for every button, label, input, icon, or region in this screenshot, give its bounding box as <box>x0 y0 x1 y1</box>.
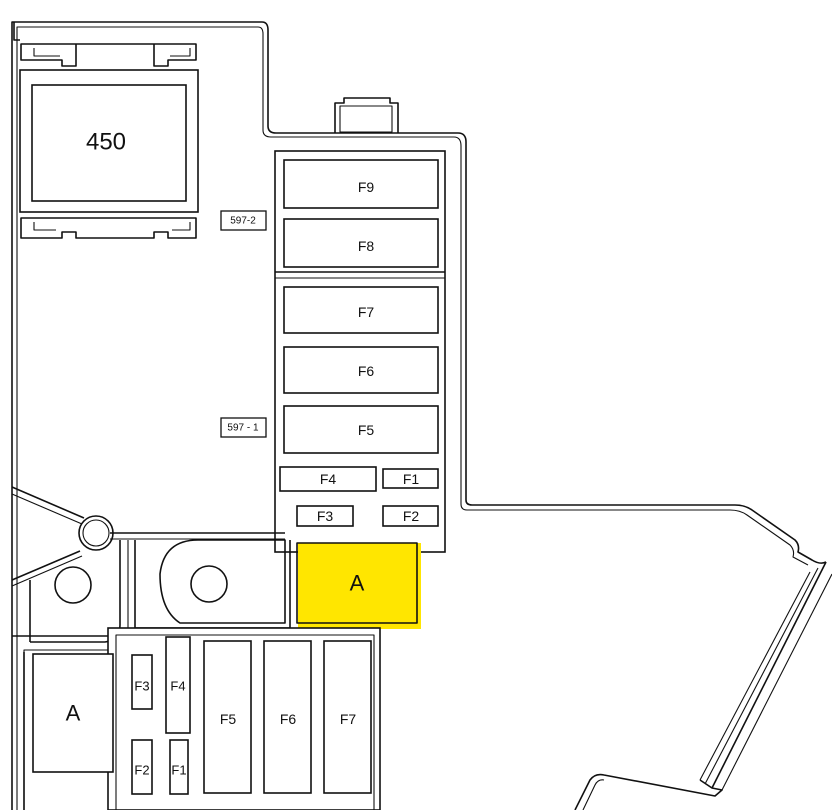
lower-fuse-f2-label: F2 <box>134 763 149 778</box>
terminal-assembly <box>11 486 291 643</box>
lower-fuse-f6 <box>263 640 312 794</box>
lower-block-a-label: A <box>66 701 81 726</box>
fuse-f5 <box>283 405 439 454</box>
lower-fuse-f4 <box>165 636 191 734</box>
lower-fuse-block: A F3 F4 F2 F1 F5 F6 F7 <box>12 627 381 810</box>
lower-fuse-f3-label: F3 <box>134 679 149 694</box>
relay-450: 450 <box>19 43 199 239</box>
fuse-f7 <box>283 286 439 334</box>
lower-fuse-f1 <box>169 739 189 795</box>
fuse-f4-label: F4 <box>320 471 337 487</box>
fuse-f9-label: F9 <box>358 179 375 195</box>
lower-fuse-f7-label: F7 <box>340 711 357 727</box>
highlight-label: A <box>350 571 365 596</box>
lower-fuse-f2 <box>131 739 153 795</box>
lower-fuse-f1-label: F1 <box>171 763 186 778</box>
connector-597-2-label: 597-2 <box>230 216 256 227</box>
fuse-f6 <box>283 346 439 394</box>
fuse-f2-label: F2 <box>403 508 420 524</box>
fuse-f9 <box>283 159 439 209</box>
fuse-f6-label: F6 <box>358 363 375 379</box>
housing-outline <box>11 21 832 810</box>
lower-fuse-f4-label: F4 <box>170 679 185 694</box>
fuse-f3-label: F3 <box>317 508 334 524</box>
lower-fuse-f5-label: F5 <box>220 711 237 727</box>
upper-fuse-block: F9 F8 F7 F6 F5 F4 F1 F3 F2 <box>274 150 446 553</box>
fuse-f8 <box>283 218 439 268</box>
highlight-fill <box>298 543 421 629</box>
fuse-f3 <box>296 505 354 527</box>
fuse-f7-label: F7 <box>358 304 375 320</box>
connector-597-1: 597 - 1 <box>220 417 267 438</box>
fuse-f1-label: F1 <box>403 471 420 487</box>
fuse-f5-label: F5 <box>358 422 375 438</box>
lower-fuse-f5 <box>203 640 252 794</box>
lower-fuse-f6-label: F6 <box>280 711 297 727</box>
relay-label: 450 <box>86 129 126 156</box>
highlighted-fuse-a: A <box>296 542 421 629</box>
lower-fuse-f7 <box>323 640 372 794</box>
fuse-f4 <box>279 466 377 492</box>
fuse-f1 <box>382 468 439 489</box>
connector-597-1-label: 597 - 1 <box>227 423 259 434</box>
fuse-f8-label: F8 <box>358 238 375 254</box>
connector-597-2: 597-2 <box>220 210 267 231</box>
fuse-f2 <box>382 505 439 527</box>
lower-block-a <box>32 653 114 773</box>
lower-fuse-f3 <box>131 654 153 710</box>
